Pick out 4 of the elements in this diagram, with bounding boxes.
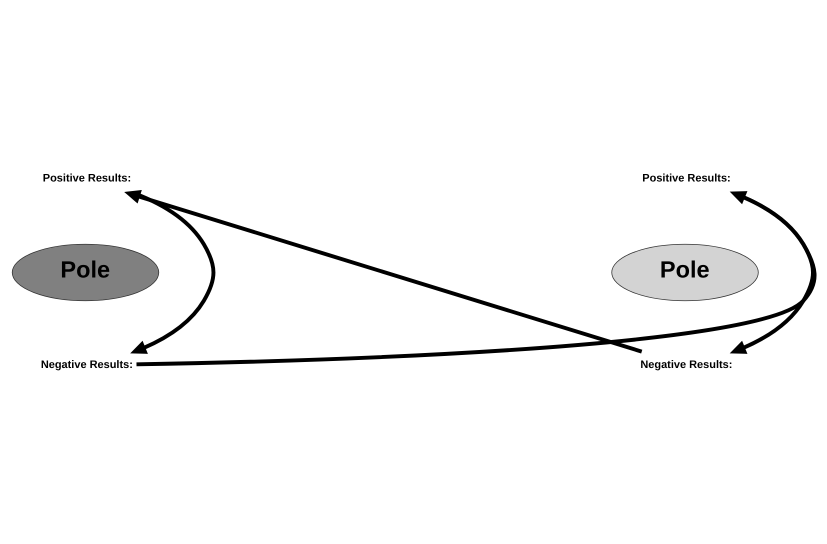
node-text: Negative Results: (40, 358, 133, 370)
node-text: Positive Results: (642, 172, 731, 184)
node-text: Positive Results: (42, 172, 132, 184)
node-text: Negative Results: (640, 358, 732, 370)
